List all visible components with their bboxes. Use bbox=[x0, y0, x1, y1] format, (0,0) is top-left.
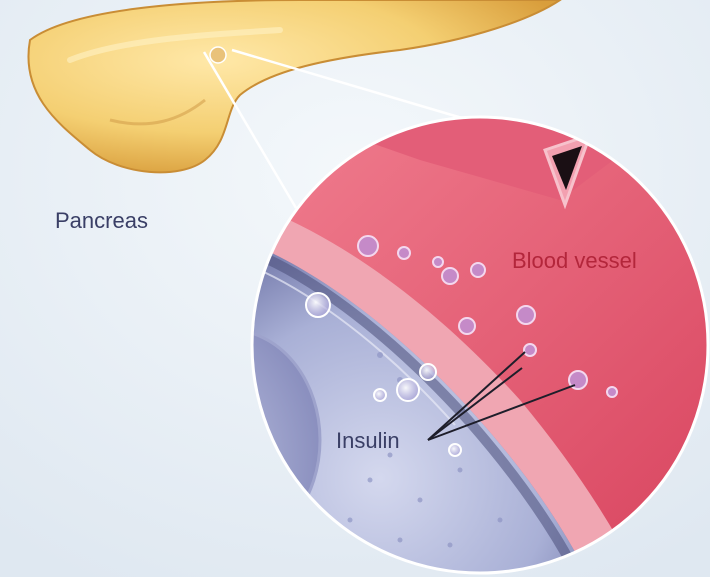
label-blood-vessel: Blood vessel bbox=[512, 248, 637, 273]
label-pancreas: Pancreas bbox=[55, 208, 148, 233]
label-insulin: Insulin bbox=[336, 428, 400, 453]
